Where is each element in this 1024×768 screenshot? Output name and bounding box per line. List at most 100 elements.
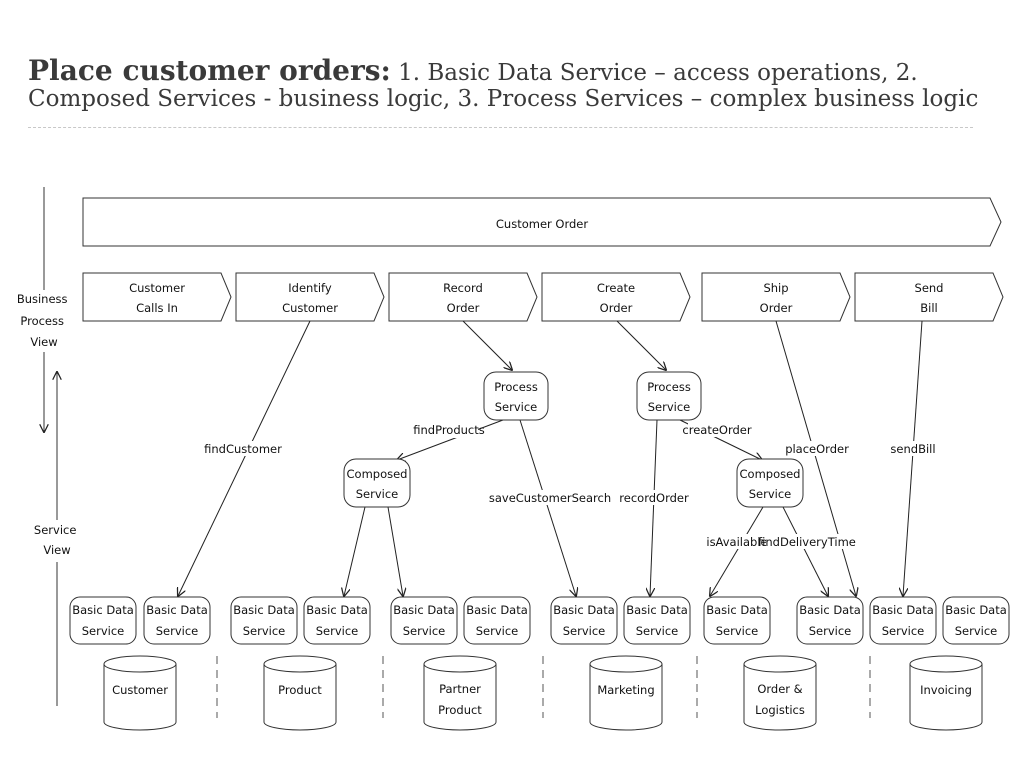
db-label: Invoicing [920, 683, 972, 697]
op-recordOrder: recordOrder [619, 491, 689, 505]
title-bold: Place customer orders: [28, 58, 391, 87]
db-label: Product [278, 683, 322, 697]
service-view-label: Service View [34, 523, 80, 557]
arrow-recordOrder [650, 419, 658, 596]
db-partner-product [423, 664, 497, 731]
basic-data-service [69, 596, 137, 645]
label-bg [624, 490, 684, 505]
op-findDeliveryTime: findDeliveryTime [758, 535, 856, 549]
db-top [423, 655, 497, 673]
basic-data-service [869, 596, 937, 645]
slide-title: Place customer orders: 1. Basic Data Ser… [28, 58, 1018, 140]
op-findProducts: findProducts [413, 423, 485, 437]
arrow-isAvailable [710, 506, 764, 596]
step-send-bill [854, 272, 1004, 322]
op-isAvailable: isAvailable [706, 535, 767, 549]
step-customer-calls-in [82, 272, 232, 322]
step-identify-customer [235, 272, 385, 322]
arrow-sendBill [903, 320, 923, 596]
composed-service-order [736, 458, 804, 508]
arrow-placeOrder [775, 320, 856, 596]
db-label: Order &Logistics [755, 682, 805, 717]
basic-data-service [796, 596, 864, 645]
process-service-record [483, 371, 549, 421]
view-axis [44, 187, 57, 706]
basic-data-service [230, 596, 298, 645]
step-create-order [541, 272, 691, 322]
arrow-composed-to-partner [387, 506, 403, 596]
db-product [263, 664, 337, 731]
label-bg [420, 423, 478, 438]
domain-separators [216, 656, 871, 718]
customer-order-banner [82, 197, 1002, 247]
title-divider [28, 127, 973, 128]
axis-label-bg [38, 520, 74, 562]
basic-data-service [703, 596, 771, 645]
db-marketing [589, 664, 663, 731]
basic-data-service [303, 596, 371, 645]
label-bg [790, 441, 844, 456]
arrow-findDeliveryTime [782, 506, 828, 596]
step-record-order [388, 272, 538, 322]
basic-data-service [463, 596, 531, 645]
op-createOrder: createOrder [682, 423, 751, 437]
db-top [589, 655, 663, 673]
db-customer [103, 664, 177, 731]
basic-data-service [942, 596, 1010, 645]
db-label: Customer [112, 683, 168, 697]
label-bg [766, 534, 848, 549]
composed-service-products [343, 458, 411, 508]
db-top [909, 655, 983, 673]
title-rest: 1. Basic Data Service – access operation… [28, 60, 979, 112]
op-saveCustomerSearch: saveCustomerSearch [489, 491, 611, 505]
arrow-findProducts [397, 419, 504, 460]
basic-data-service [550, 596, 618, 645]
label-bg [210, 441, 276, 456]
customer-order-label: Customer Order [496, 217, 588, 231]
axis-label-bg [22, 290, 64, 352]
connectors [178, 320, 923, 596]
db-label: Marketing [597, 683, 654, 697]
op-sendBill: sendBill [890, 442, 935, 456]
db-invoicing [909, 664, 983, 731]
label-bg [500, 490, 600, 505]
process-service-create [636, 371, 702, 421]
arrow-create-to-process [616, 320, 666, 370]
op-placeOrder: placeOrder [785, 442, 849, 456]
db-top [103, 655, 177, 673]
basic-data-service [390, 596, 458, 645]
db-order-logistics [743, 664, 817, 731]
operation-labels: findCustomer findProducts saveCustomerSe… [204, 422, 936, 549]
op-findCustomer: findCustomer [204, 442, 282, 456]
arrow-findCustomer [178, 320, 311, 596]
databases [103, 655, 983, 731]
